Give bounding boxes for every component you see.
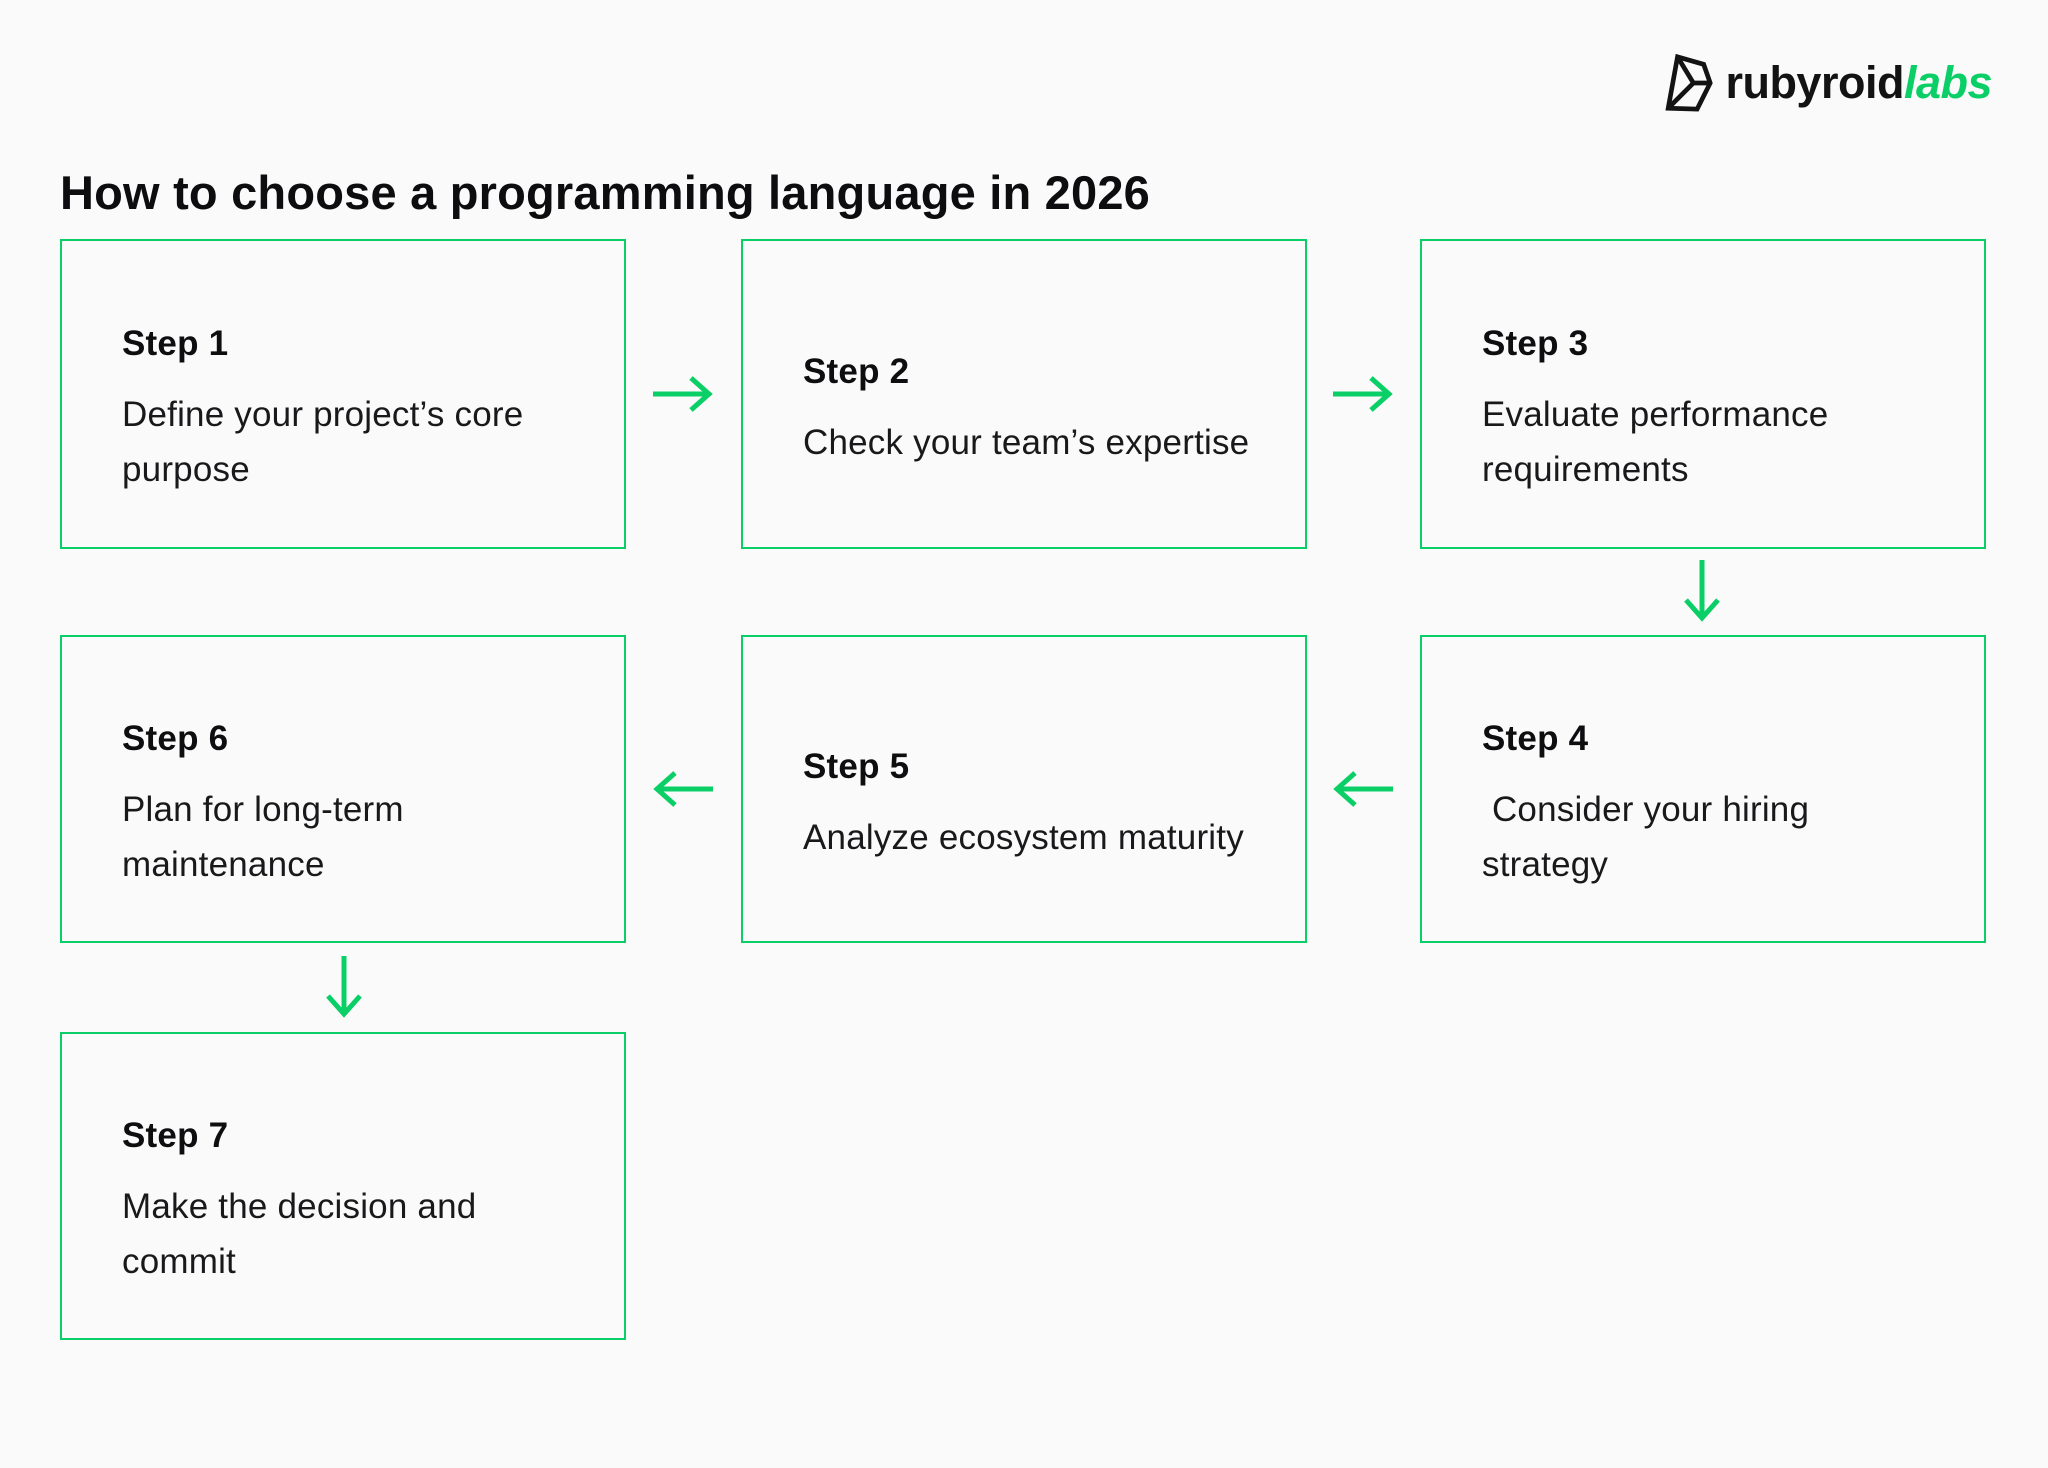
step-4-description: Consider your hiring strategy [1482,790,1820,884]
step-4-box: Step 4 Consider your hiring strategy [1420,635,1986,943]
page-title: How to choose a programming language in … [60,166,1151,220]
arrow-right-step2-step3-icon [1333,376,1393,412]
step-7-description: Make the decision and commit [122,1187,487,1281]
step-2-label: Step 2 [803,351,910,391]
step-1-label: Step 1 [122,324,229,364]
step-1-description: Define your project’s core purpose [122,395,534,489]
step-7-box: Step 7 Make the decision and commit [60,1032,626,1340]
step-5-label: Step 5 [803,746,910,786]
step-4-label: Step 4 [1482,719,1589,759]
step-6-label: Step 6 [122,719,229,759]
arrow-left-step5-step6-icon [653,771,713,807]
step-5-description: Analyze ecosystem maturity [803,817,1244,857]
step-3-description: Evaluate performance requirements [1482,395,1839,489]
step-6-description: Plan for long-term maintenance [122,790,414,884]
arrow-left-step4-step5-icon [1333,771,1393,807]
step-2-box: Step 2 Check your team’s expertise [741,239,1307,549]
arrow-right-step1-step2-icon [653,376,713,412]
logo-text-labs: labs [1903,57,1993,108]
step-7-label: Step 7 [122,1116,229,1156]
step-3-label: Step 3 [1482,324,1589,364]
step-3-box: Step 3 Evaluate performance requirements [1420,239,1986,549]
step-2-description: Check your team’s expertise [803,422,1250,462]
step-6-box: Step 6 Plan for long-term maintenance [60,635,626,943]
step-1-box: Step 1 Define your project’s core purpos… [60,239,626,549]
step-5-box: Step 5 Analyze ecosystem maturity [741,635,1307,943]
arrow-down-step3-step4-icon [1684,560,1720,622]
logo-text-rubyroid: rubyroid [1725,57,1904,108]
arrow-down-step6-step7-icon [326,956,362,1018]
gem-logo-icon [1665,53,1714,112]
